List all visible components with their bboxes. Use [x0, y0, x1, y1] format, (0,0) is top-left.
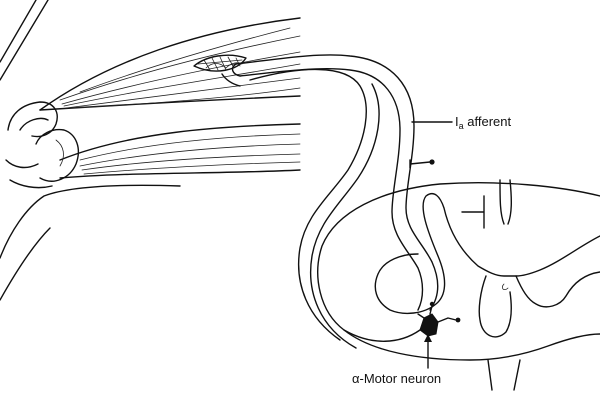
afferent-branch [409, 159, 435, 169]
gray-matter [374, 192, 600, 338]
motor-neuron-arrowhead [424, 334, 432, 342]
lower-muscle [59, 123, 301, 179]
knee-joint [5, 101, 80, 189]
afferent-bouton [429, 159, 435, 165]
spinal-cord [317, 179, 600, 391]
ia-afferent-label: Ia afferent [455, 115, 511, 131]
ia-afferent-label-main: I [455, 114, 459, 129]
ia-afferent-label-suffix: afferent [463, 114, 512, 129]
alpha-motor-neuron [417, 301, 461, 337]
motor-efferent-nerve [249, 68, 421, 349]
upper-muscle [39, 17, 301, 111]
limb-outline [0, 0, 181, 301]
muscle-spindle [193, 54, 247, 87]
ia-afferent-label-sub: a [458, 121, 464, 131]
ia-afferent-nerve [231, 54, 439, 311]
motor-neuron-label: α-Motor neuron [352, 371, 442, 386]
